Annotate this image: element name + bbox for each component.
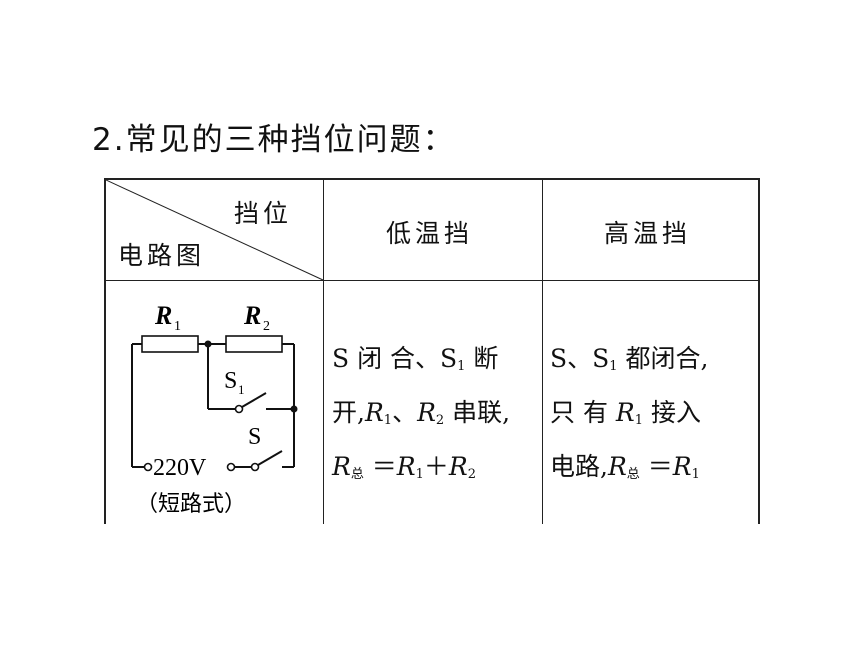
row-divider — [106, 280, 758, 281]
header-high: 高温挡 — [604, 219, 692, 248]
header-low: 低温挡 — [386, 219, 474, 248]
circuit-caption: （短路式） — [136, 491, 246, 516]
low-gear-description: S 闭 合、S1 断 开,R1、R2 串联, R总 ＝R1＋R2 — [332, 336, 536, 498]
label-r1-sub: 1 — [174, 319, 181, 334]
col-divider-1 — [323, 180, 324, 524]
low-line-1: S 闭 合、S1 断 — [332, 344, 499, 374]
gear-table: 挡位 电路图 低温挡 高温挡 — [104, 178, 760, 524]
high-line-2: 只 有 R1 接入 — [550, 398, 701, 428]
label-r1: R — [154, 301, 172, 330]
low-line-3: R总 ＝R1＋R2 — [332, 452, 477, 482]
label-s1-sub: 1 — [238, 382, 245, 397]
circuit-diagram: R 1 R 2 S 1 S 220V （短路式） — [131, 301, 298, 516]
low-line-2: 开,R1、R2 串联, — [332, 398, 511, 428]
high-line-3: 电路,R总 ＝R1 — [550, 452, 700, 482]
label-r2: R — [243, 301, 261, 330]
header-corner-top: 挡位 — [234, 199, 293, 228]
col-divider-2 — [542, 180, 543, 524]
label-r2-sub: 2 — [263, 319, 270, 334]
page-title: 2.常见的三种挡位问题： — [92, 122, 456, 158]
label-s1: S — [224, 368, 237, 394]
label-voltage: 220V — [153, 455, 207, 481]
high-gear-description: S、S1 都闭合, 只 有 R1 接入 电路,R总 ＝R1 — [550, 336, 756, 498]
label-s: S — [248, 424, 261, 450]
header-diagonal — [106, 180, 324, 281]
high-line-1: S、S1 都闭合, — [550, 344, 709, 374]
header-corner-bottom: 电路图 — [118, 241, 206, 270]
